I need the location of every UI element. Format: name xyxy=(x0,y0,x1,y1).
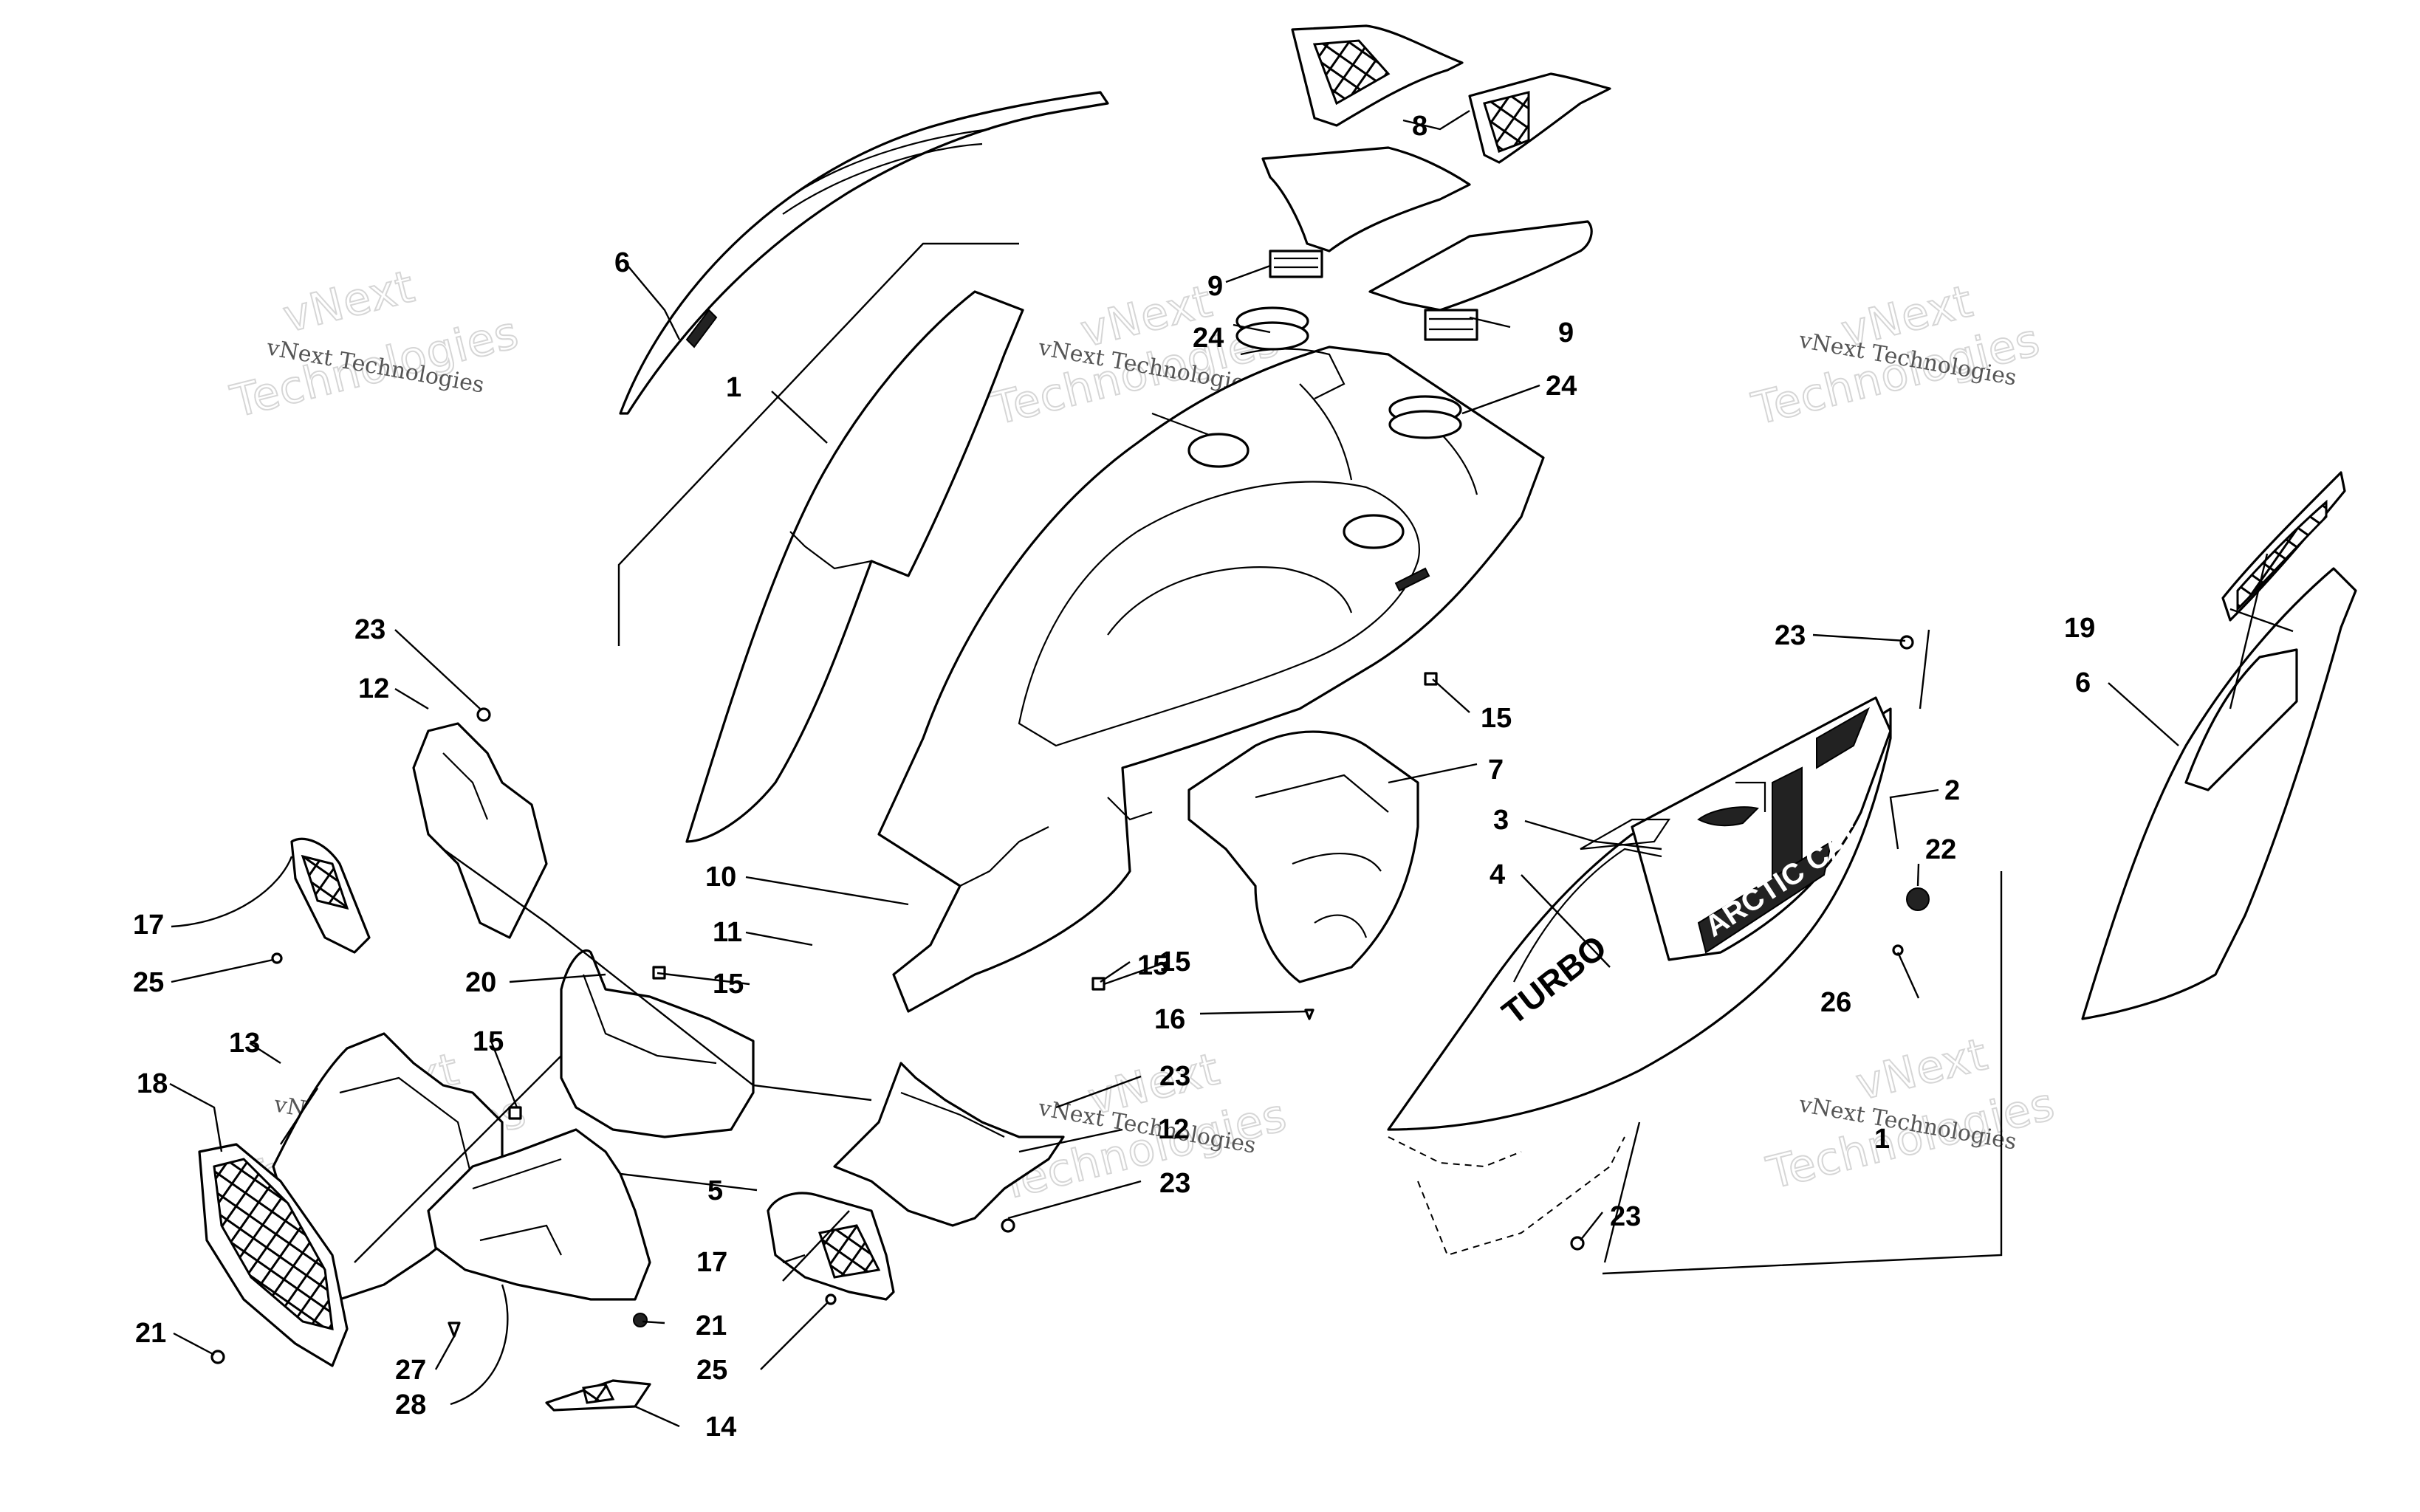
hood-main[interactable] xyxy=(877,346,1545,1013)
callout-25-right: 25 xyxy=(696,1355,727,1386)
callout-21-left: 21 xyxy=(135,1318,166,1349)
callout-13: 13 xyxy=(229,1028,260,1059)
callout-8: 8 xyxy=(1412,111,1427,142)
callout-16: 16 xyxy=(1154,1004,1185,1035)
callout-12-center: 12 xyxy=(1158,1114,1189,1145)
fastener-25-b xyxy=(825,1293,837,1305)
callout-12-left: 12 xyxy=(358,673,389,704)
callout-24-left: 24 xyxy=(1193,323,1224,354)
top-trim-part-6[interactable] xyxy=(619,91,1109,415)
callout-27: 27 xyxy=(395,1355,426,1386)
callout-21-center: 21 xyxy=(696,1310,727,1341)
callout-15-right: 15 xyxy=(1159,946,1190,977)
bumper-part-5[interactable] xyxy=(427,1128,651,1301)
callout-23-center: 23 xyxy=(1159,1061,1190,1092)
callout-22: 22 xyxy=(1925,834,1956,865)
side-panel-part-6-right[interactable] xyxy=(2081,567,2357,1020)
inner-panel-part-20[interactable] xyxy=(560,949,755,1138)
callout-15-hood: 15 xyxy=(1481,703,1512,734)
watermark-bottom-right: vNext Technologies vNext Technologies xyxy=(1761,1028,2061,1200)
fastener-26 xyxy=(1892,944,1904,956)
callout-23-lower-right: 23 xyxy=(1610,1201,1641,1232)
fastener-22 xyxy=(1906,887,1930,911)
callout-1-left: 1 xyxy=(726,372,741,403)
fastener-27 xyxy=(448,1322,461,1338)
front-grille-part-18[interactable] xyxy=(198,1143,349,1367)
callout-4: 4 xyxy=(1490,859,1505,890)
lower-pan-part-7[interactable] xyxy=(1187,730,1419,983)
vent-grille-part-8-right[interactable] xyxy=(1468,72,1611,164)
watermark-bottom-center: vNext Technologies vNext Technologies xyxy=(993,1042,1293,1212)
callout-6-top: 6 xyxy=(614,247,630,278)
vent-part-17-right[interactable] xyxy=(767,1192,895,1301)
callout-labels: 6 1 8 9 9 24 24 15 7 10 11 15 16 23 2 3 … xyxy=(133,111,2095,1443)
air-duct-part-9-left[interactable] xyxy=(1261,146,1471,278)
callout-1-right: 1 xyxy=(1874,1124,1890,1155)
vent-part-17-left[interactable] xyxy=(290,837,371,954)
fastener-23-b xyxy=(1899,635,1914,650)
callout-5: 5 xyxy=(707,1175,723,1206)
callout-23-right: 23 xyxy=(1775,620,1806,651)
air-duct-part-9-right[interactable] xyxy=(1368,220,1593,341)
callout-6-right: 6 xyxy=(2075,667,2091,698)
decal-part-2[interactable]: ARCTIC CAT xyxy=(1631,696,1892,961)
callout-17-left: 17 xyxy=(133,910,164,941)
callout-25-left: 25 xyxy=(133,967,164,998)
decal-part-3[interactable] xyxy=(1580,818,1671,850)
clip-15-d xyxy=(508,1106,522,1120)
callout-20: 20 xyxy=(465,967,496,998)
vent-grille-part-8-left[interactable] xyxy=(1291,24,1464,127)
watermark-top-right: vNext Technologies vNext Technologies xyxy=(1747,275,2046,436)
callout-2: 2 xyxy=(1944,775,1960,806)
callout-26: 26 xyxy=(1820,987,1851,1018)
callout-14: 14 xyxy=(705,1412,736,1443)
clip-15-b xyxy=(1424,672,1438,686)
callout-23-left: 23 xyxy=(354,614,385,645)
callout-7: 7 xyxy=(1488,755,1504,786)
fastener-23-a xyxy=(476,707,491,722)
callout-10: 10 xyxy=(705,862,736,893)
callout-28: 28 xyxy=(395,1389,426,1420)
callout-23-center-lower: 23 xyxy=(1159,1168,1190,1199)
callout-24-right: 24 xyxy=(1546,371,1577,402)
callout-17-right: 17 xyxy=(696,1247,727,1278)
side-panel-left-part-1[interactable] xyxy=(685,290,1024,843)
callout-18: 18 xyxy=(137,1068,168,1099)
bracket-part-12-upper[interactable] xyxy=(412,722,548,939)
callout-15-left: 15 xyxy=(713,969,744,1000)
callout-3: 3 xyxy=(1493,805,1509,836)
duct-part-12-lower[interactable] xyxy=(833,1062,1065,1227)
fastener-23-c xyxy=(1001,1218,1015,1233)
watermark-top-left: vNext Technologies vNext Technologies xyxy=(225,260,525,429)
leader-lines xyxy=(169,109,2294,1428)
callout-9-right: 9 xyxy=(1558,317,1574,348)
callout-15-lower: 15 xyxy=(1137,950,1168,981)
fastener-25-a xyxy=(271,952,283,964)
lens-part-14[interactable] xyxy=(545,1379,651,1412)
callout-19: 19 xyxy=(2064,613,2095,644)
grommet-part-24-right[interactable] xyxy=(1388,395,1462,439)
fastener-21-b xyxy=(210,1350,225,1364)
callout-9-left: 9 xyxy=(1207,271,1223,302)
svg-text:vNext: vNext xyxy=(278,261,420,343)
fastener-16 xyxy=(1304,1008,1314,1020)
callout-11: 11 xyxy=(713,917,742,948)
fastener-21-a xyxy=(633,1313,648,1327)
callout-15-nose: 15 xyxy=(473,1026,504,1057)
